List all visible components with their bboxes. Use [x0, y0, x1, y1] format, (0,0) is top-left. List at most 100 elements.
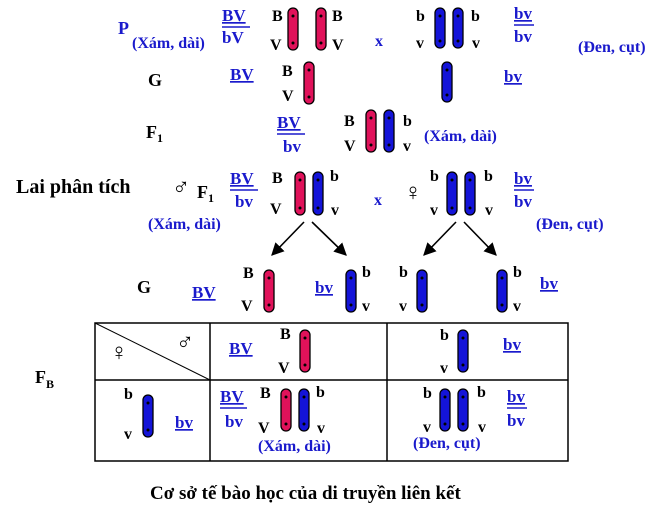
p-female-genotype-top: BV	[222, 6, 246, 25]
allele-label: v	[472, 35, 480, 52]
allele-label: v	[440, 360, 448, 377]
p-male-phenotype: (Đen, cụt)	[578, 39, 646, 56]
allele-label: v	[317, 420, 325, 437]
allele-label: B	[280, 326, 291, 343]
blue-chromosome	[142, 394, 154, 438]
allele-label: V	[278, 360, 290, 377]
f1-genotype-bottom: bv	[283, 137, 301, 156]
red-chromosome	[287, 7, 299, 51]
allele-label: v	[331, 202, 339, 219]
allele-label: b	[477, 384, 486, 401]
allele-label: V	[270, 201, 282, 218]
allele-label: v	[513, 298, 521, 315]
test-cross-title: Lai phân tích	[16, 176, 130, 198]
blue-chromosome	[439, 388, 451, 432]
gamete-genotype: BV	[192, 283, 216, 302]
allele-label: b	[430, 168, 439, 185]
offspring-genotype-top: bv	[507, 387, 525, 406]
allele-label: b	[124, 386, 133, 403]
allele-label: b	[399, 264, 408, 281]
allele-label: V	[282, 88, 294, 105]
gamete-genotype: bv	[175, 413, 193, 432]
red-chromosome	[294, 171, 306, 216]
offspring-genotype-bottom: bv	[225, 412, 243, 431]
arrow	[463, 221, 497, 256]
allele-label: b	[513, 264, 522, 281]
blue-chromosome	[312, 171, 324, 216]
red-chromosome	[315, 7, 327, 51]
p-female-genotype-bottom: bV	[222, 28, 244, 47]
red-chromosome	[303, 61, 315, 105]
allele-label: v	[430, 202, 438, 219]
arrow	[271, 221, 305, 256]
blue-chromosome	[496, 269, 508, 313]
cross-symbol: x	[374, 192, 382, 209]
male-symbol-icon: ♂	[176, 330, 194, 356]
p-label: P	[118, 18, 129, 38]
allele-label: B	[243, 265, 254, 282]
f1-label: F1	[146, 122, 163, 145]
offspring-phenotype: (Xám, dài)	[258, 438, 331, 455]
allele-label: v	[478, 419, 486, 436]
allele-label: B	[344, 113, 355, 130]
offspring-genotype-bottom: bv	[507, 411, 525, 430]
allele-label: B	[332, 8, 343, 25]
allele-label: b	[330, 168, 339, 185]
allele-label: V	[332, 37, 344, 54]
arrow	[311, 221, 347, 256]
allele-label: v	[416, 35, 424, 52]
red-chromosome	[299, 329, 311, 373]
test-female-genotype-bottom: bv	[514, 192, 532, 211]
test-male-phenotype: (Xám, dài)	[148, 216, 221, 233]
allele-label: B	[272, 8, 283, 25]
cross-symbol: x	[375, 33, 383, 50]
allele-label: B	[272, 170, 283, 187]
allele-label: b	[423, 385, 432, 402]
allele-label: v	[485, 202, 493, 219]
gamete-genotype: bv	[540, 274, 558, 293]
allele-label: v	[362, 298, 370, 315]
blue-chromosome	[416, 269, 428, 313]
allele-label: b	[440, 327, 449, 344]
blue-chromosome	[446, 171, 458, 216]
allele-label: b	[403, 113, 412, 130]
blue-chromosome	[383, 109, 395, 153]
gamete-genotype: bv	[315, 278, 333, 297]
test-male-genotype-top: BV	[230, 169, 254, 188]
female-symbol-icon: ♀	[404, 180, 422, 206]
p-male-genotype-bottom: bv	[514, 27, 532, 46]
allele-label: V	[258, 420, 270, 437]
red-chromosome	[263, 269, 275, 313]
allele-label: b	[416, 8, 425, 25]
blue-chromosome	[345, 269, 357, 313]
red-chromosome	[365, 109, 377, 153]
allele-label: V	[241, 298, 253, 315]
offspring-genotype-top: BV	[220, 387, 244, 406]
gamete-genotype: BV	[229, 339, 253, 358]
blue-chromosome	[457, 329, 469, 373]
gamete-genotype: BV	[230, 65, 254, 84]
gamete-genotype: bv	[504, 67, 522, 86]
allele-label: V	[344, 138, 356, 155]
arrow	[423, 221, 457, 256]
diagonal-divider	[94, 322, 211, 381]
gamete-label: G	[148, 70, 162, 90]
blue-chromosome	[457, 388, 469, 432]
allele-label: b	[316, 384, 325, 401]
red-chromosome	[280, 388, 292, 432]
female-symbol-icon: ♀	[110, 340, 128, 366]
fb-label: FB	[35, 367, 54, 391]
allele-label: B	[260, 385, 271, 402]
allele-label: v	[399, 298, 407, 315]
f1-phenotype: (Xám, dài)	[424, 128, 497, 145]
allele-label: V	[270, 37, 282, 54]
allele-label: B	[282, 63, 293, 80]
allele-label: v	[423, 419, 431, 436]
allele-label: v	[124, 426, 132, 443]
punnett-grid	[94, 322, 569, 462]
allele-label: b	[471, 8, 480, 25]
male-symbol-icon: ♂	[172, 175, 190, 201]
allele-label: b	[362, 264, 371, 281]
